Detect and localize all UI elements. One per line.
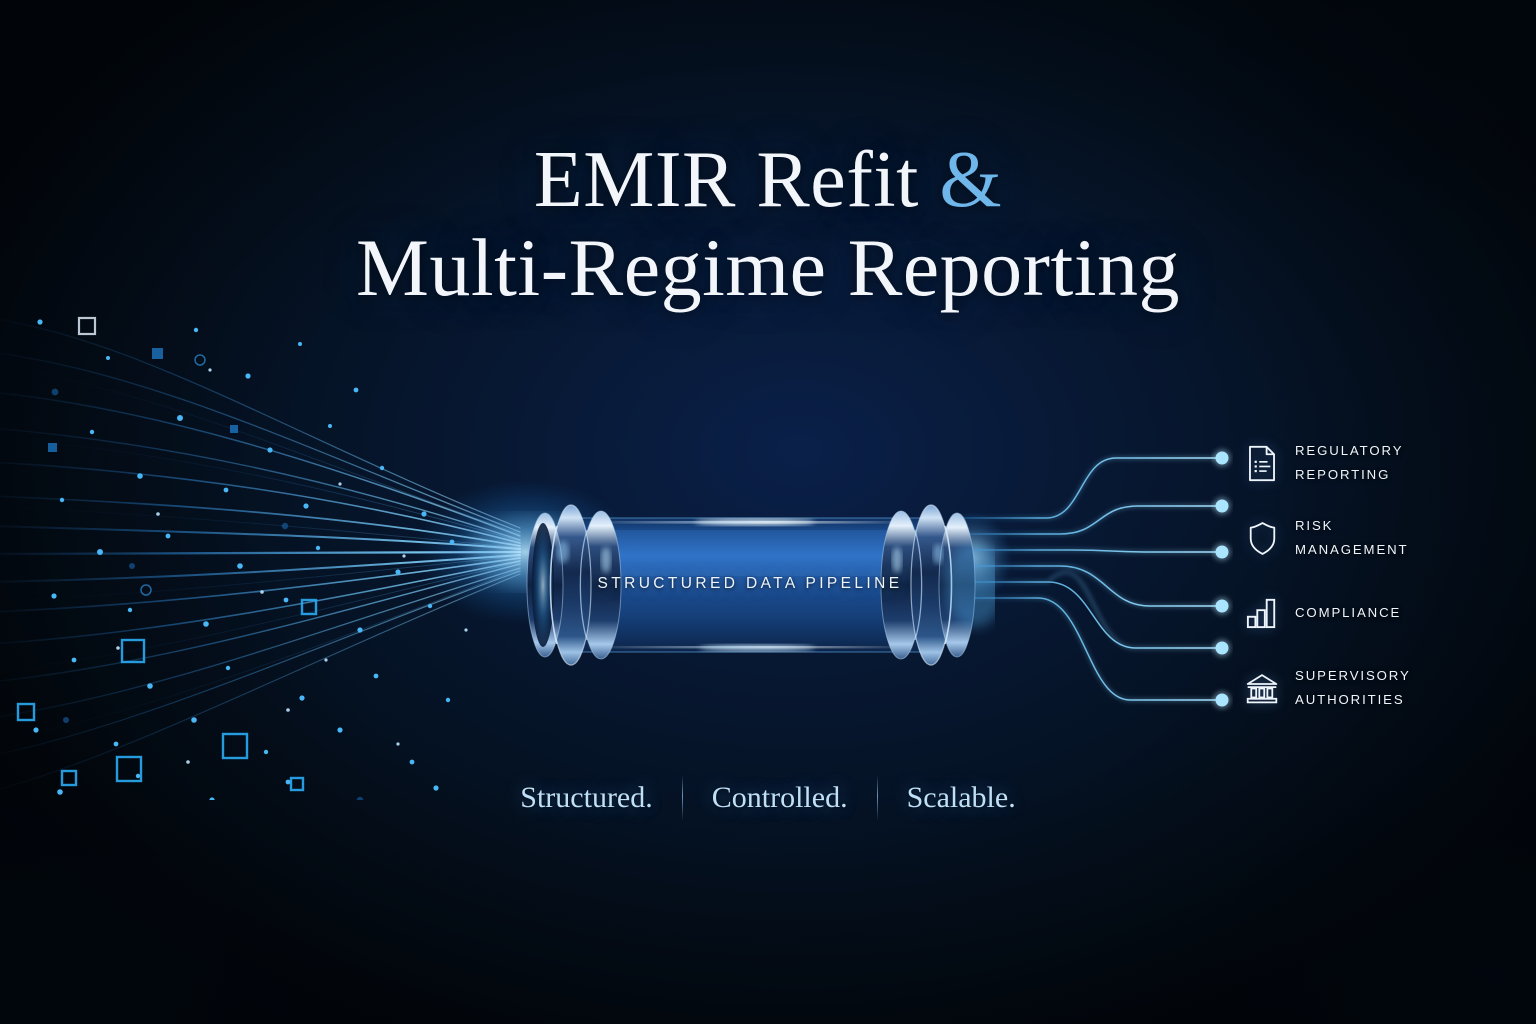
output-label-risk-management: RISK MANAGEMENT [1295, 514, 1409, 563]
output-label-line-1: COMPLIANCE [1295, 604, 1402, 620]
document-icon [1245, 443, 1279, 483]
output-label-line-2: REPORTING [1295, 467, 1391, 482]
output-label-line-1: RISK [1295, 517, 1334, 533]
shield-icon [1245, 518, 1279, 558]
output-label-line-1: SUPERVISORY [1295, 667, 1411, 683]
title-line-1-text: EMIR Refit [533, 136, 940, 224]
tagline-word-controlled: Controlled. [711, 781, 848, 814]
tagline: Structured. Controlled. Scalable. [0, 775, 1536, 821]
output-item-compliance[interactable]: COMPLIANCE [1245, 582, 1525, 644]
bar-chart-icon [1245, 593, 1279, 633]
output-label-line-2: AUTHORITIES [1295, 692, 1405, 707]
bank-icon [1245, 668, 1279, 708]
tagline-word-scalable: Scalable. [906, 781, 1016, 814]
output-destinations-list: REGULATORY REPORTING RISK MANAGEMENT [1245, 432, 1525, 719]
tagline-word-structured: Structured. [520, 781, 653, 814]
output-connector-traces [960, 449, 1231, 709]
output-item-risk-management[interactable]: RISK MANAGEMENT [1245, 507, 1525, 569]
output-label-compliance: COMPLIANCE [1295, 601, 1401, 625]
output-label-line-2: MANAGEMENT [1295, 542, 1409, 557]
output-item-regulatory-reporting[interactable]: REGULATORY REPORTING [1245, 432, 1525, 494]
title-line-1: EMIR Refit & [0, 136, 1536, 224]
page-title: EMIR Refit & Multi-Regime Reporting [0, 136, 1536, 313]
output-item-supervisory-authorities[interactable]: SUPERVISORY AUTHORITIES [1245, 657, 1525, 719]
structured-data-pipeline [526, 504, 995, 666]
title-line-2: Multi-Regime Reporting [355, 221, 1181, 313]
output-label-line-1: REGULATORY [1295, 442, 1404, 458]
output-label-supervisory-authorities: SUPERVISORY AUTHORITIES [1295, 664, 1411, 713]
output-label-regulatory-reporting: REGULATORY REPORTING [1295, 439, 1403, 488]
ampersand-glyph: & [939, 136, 1003, 224]
